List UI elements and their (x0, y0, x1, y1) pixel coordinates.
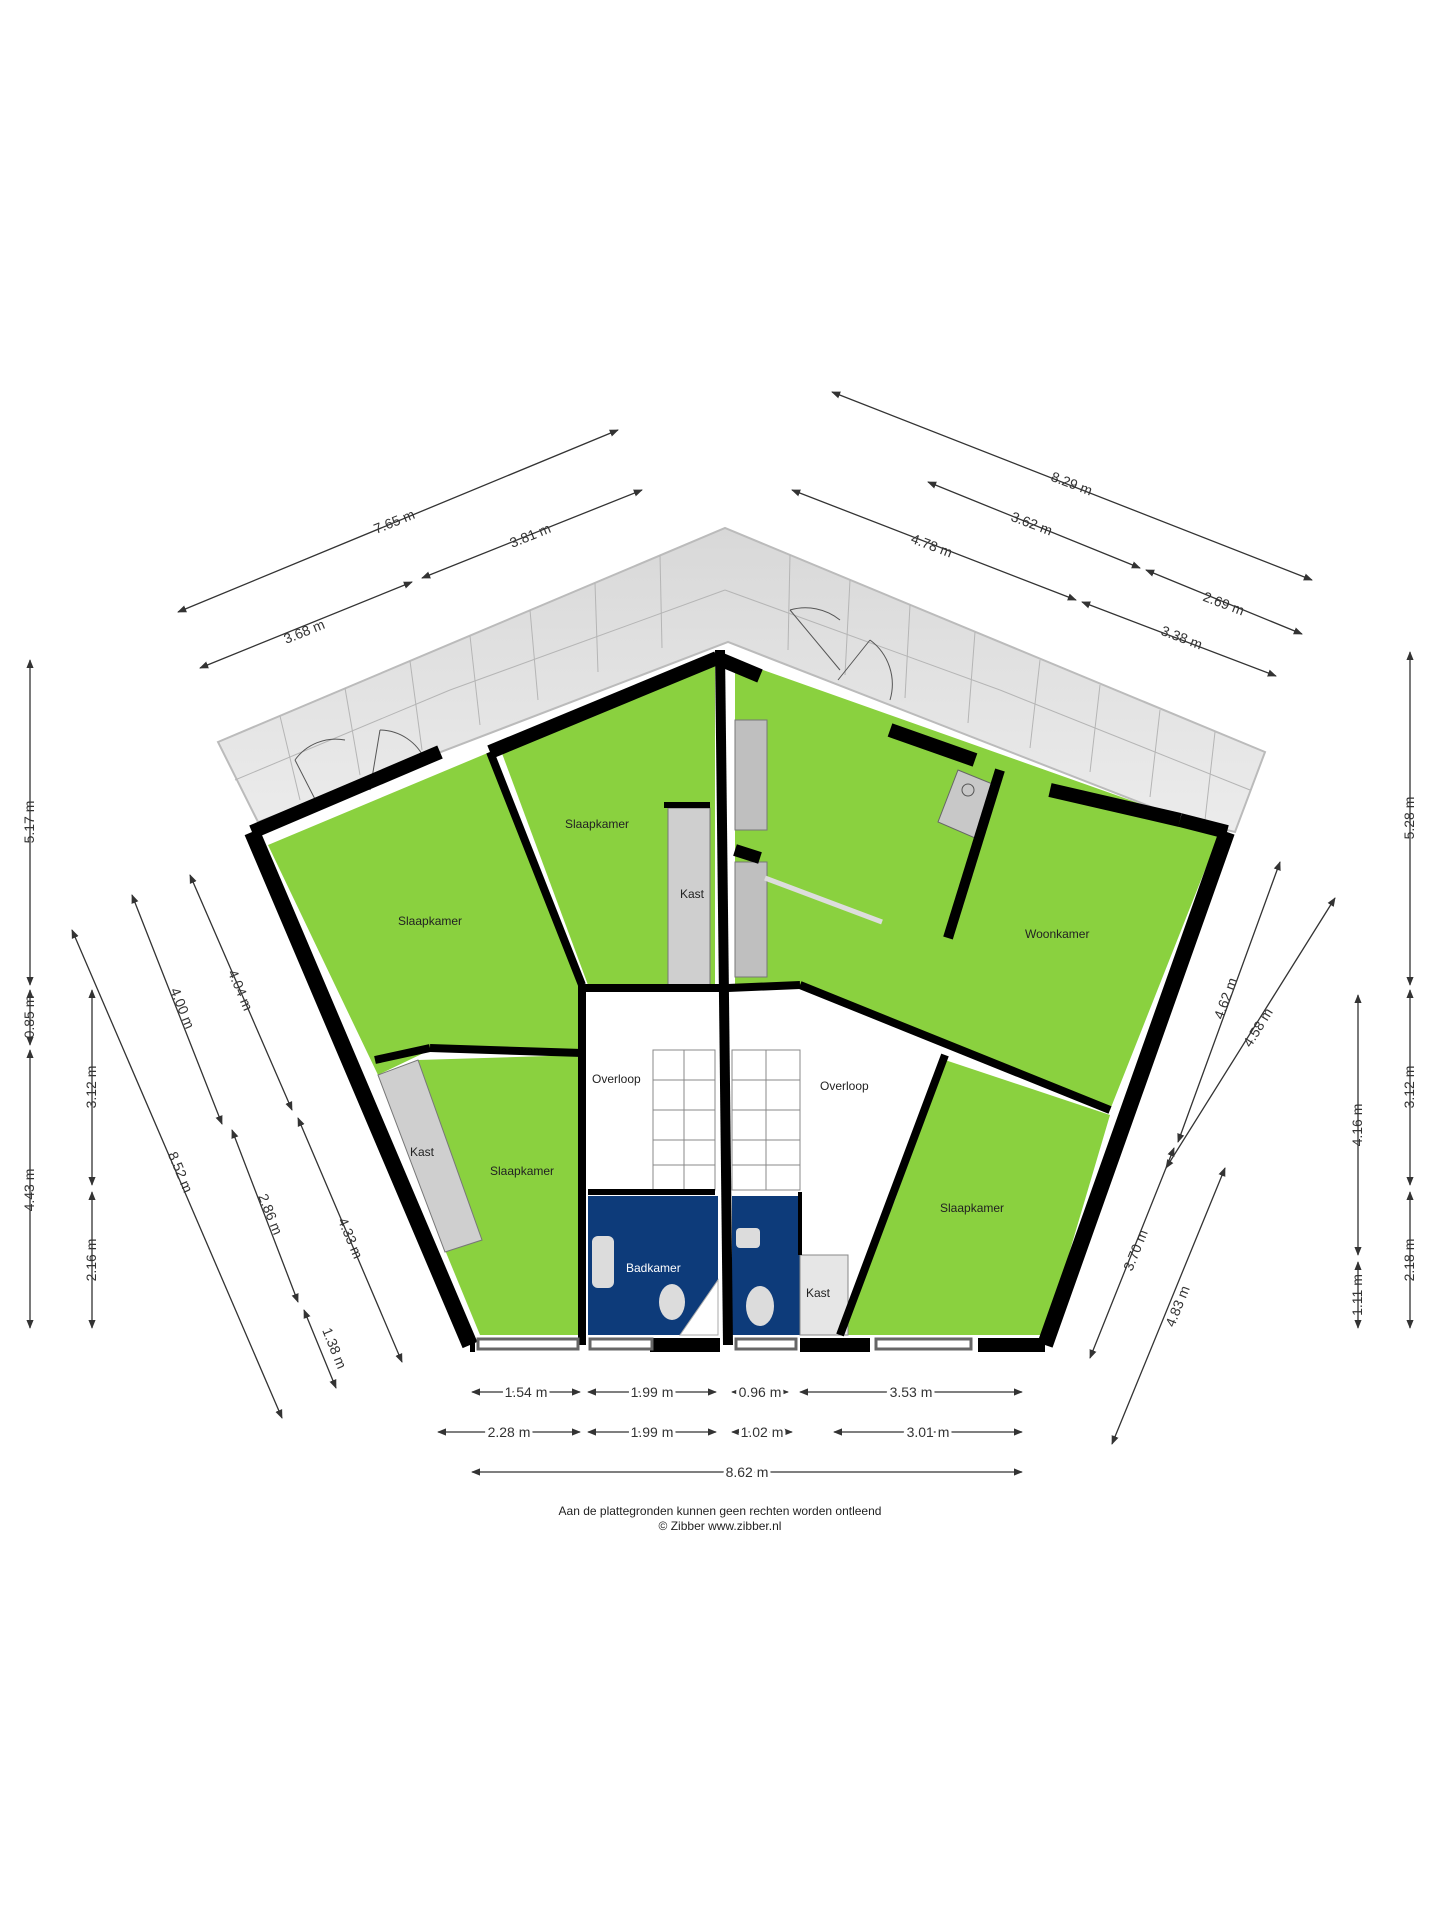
stairs (652, 1049, 801, 1191)
room-woonkamer (735, 660, 1220, 1110)
terrace-tiles (234, 554, 1251, 821)
sink-icon (592, 1236, 614, 1288)
dim-left-diag-5: 4.04 m (225, 967, 256, 1013)
label-kast-bottom: Kast (806, 1286, 831, 1300)
dim-bottom-2b: 1.99 m (631, 1424, 674, 1440)
label-slaapkamer-top: Slaapkamer (565, 817, 629, 831)
dim-right-v-3: 2.18 m (1401, 1239, 1417, 1282)
dim-bottom-2d: 3.01 m (907, 1424, 950, 1440)
dim-right-diag-2: 3.70 m (1120, 1227, 1151, 1273)
windows (476, 1337, 973, 1351)
toilet-badkamer-icon (659, 1284, 685, 1320)
dim-right-diag-3: 4.58 m (1240, 1005, 1276, 1050)
footer-copyright: © Zibber www.zibber.nl (658, 1519, 782, 1533)
label-slaapkamer-lower-left: Slaapkamer (490, 1164, 554, 1178)
label-kast-left: Kast (410, 1145, 435, 1159)
dim-bottom-2a: 2.28 m (488, 1424, 531, 1440)
dimension-lines (26, 391, 1414, 1476)
dim-top-left-outer: 7.65 m (371, 506, 417, 537)
dim-left-diag-4: 1.38 m (319, 1325, 350, 1371)
dim-left-diag-6: 4.33 m (335, 1215, 366, 1261)
dim-right-v-2: 3.12 m (1401, 1066, 1417, 1109)
dim-bottom-2c: 1.02 m (741, 1424, 784, 1440)
toilet-icon (746, 1286, 774, 1326)
dim-top-left-b: 3.81 m (507, 520, 553, 551)
washbasin-icon (736, 1228, 760, 1248)
room-slaapkamer-lower-left (418, 1055, 580, 1335)
kitchen-counter-lower (734, 861, 768, 978)
dim-bottom-1d: 3.53 m (890, 1384, 933, 1400)
kitchen-island-rail (764, 875, 883, 925)
dim-top-right-d: 3.38 m (1159, 622, 1205, 652)
kitchen-counter (734, 719, 768, 831)
dim-left-diag-2: 4.00 m (167, 985, 198, 1031)
label-slaapkamer-left: Slaapkamer (398, 914, 462, 928)
label-overloop-right: Overloop (820, 1079, 869, 1093)
label-overloop-left: Overloop (592, 1072, 641, 1086)
footer-disclaimer: Aan de plattegronden kunnen geen rechten… (558, 1504, 882, 1518)
dim-left-v-1: 5.17 m (21, 801, 37, 844)
dim-bottom-total: 8.62 m (726, 1464, 769, 1480)
dim-top-right-outer: 8.29 m (1049, 468, 1095, 498)
dim-left-v-5: 2.16 m (83, 1239, 99, 1282)
label-badkamer: Badkamer (626, 1261, 681, 1275)
dim-left-v-3: 4.43 m (21, 1169, 37, 1212)
dim-top-right-a: 3.62 m (1009, 508, 1055, 538)
label-slaapkamer-lower-right: Slaapkamer (940, 1201, 1004, 1215)
dim-left-diag-1: 8.52 m (165, 1149, 196, 1195)
dim-top-left-a: 3.68 m (281, 616, 327, 647)
dim-bottom-1c: 0.96 m (739, 1384, 782, 1400)
dim-top-right-c: 4.78 m (909, 530, 955, 560)
terrace-doors (294, 607, 893, 806)
dimension-labels: 7.65 m 3.68 m 3.81 m 8.29 m 3.62 m 2.69 … (21, 468, 1417, 1483)
room-slaapkamer-lower-right (840, 1060, 1110, 1335)
stove-burner-icon (961, 783, 975, 797)
dim-left-diag-3: 2.86 m (255, 1191, 286, 1237)
dim-right-diag-4: 4.83 m (1162, 1283, 1193, 1329)
dim-right-diag-1: 4.62 m (1210, 975, 1240, 1021)
label-woonkamer: Woonkamer (1025, 927, 1089, 941)
dim-left-v-4: 3.12 m (83, 1066, 99, 1109)
inner-walls (374, 649, 1112, 1346)
dim-left-v-2: 0.85 m (21, 996, 37, 1039)
dim-bottom-1b: 1.99 m (631, 1384, 674, 1400)
room-slaapkamer-top (500, 662, 715, 985)
dim-right-v-1: 5.28 m (1401, 797, 1417, 840)
label-kast-top: Kast (680, 887, 705, 901)
dim-bottom-1a: 1.54 m (505, 1384, 548, 1400)
dim-right-v-5: 1.11 m (1349, 1274, 1365, 1316)
shower-screen (679, 1278, 719, 1336)
dim-right-v-4: 4.16 m (1349, 1104, 1365, 1147)
kast-bottom (799, 1254, 849, 1336)
room-slaapkamer-left (268, 752, 580, 1075)
kast-left (377, 1059, 483, 1253)
dim-top-right-b: 2.69 m (1201, 588, 1247, 618)
